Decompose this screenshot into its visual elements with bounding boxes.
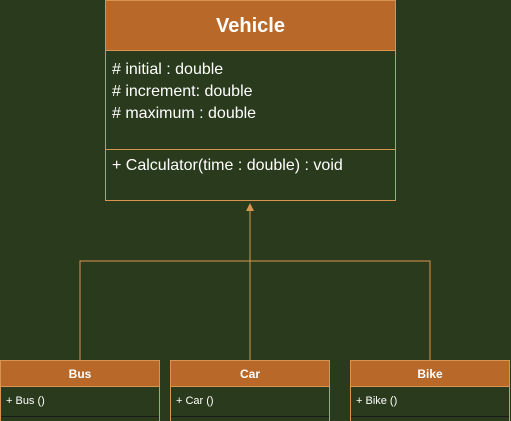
- operation-car: + Car (): [176, 395, 214, 407]
- class-vehicle-attributes: # initial : double # increment: double #…: [106, 51, 395, 149]
- class-car-name: Car: [171, 361, 329, 387]
- class-bike-operations: + Bike (): [351, 387, 509, 415]
- class-bus-divider: [1, 416, 159, 417]
- inheritance-arrowhead: [246, 203, 254, 211]
- class-bike-divider: [351, 416, 509, 417]
- operation-calculator: + Calculator(time : double) : void: [112, 157, 343, 174]
- class-bus-operations: + Bus (): [1, 387, 159, 415]
- class-bus-name: Bus: [1, 361, 159, 387]
- class-bike-name: Bike: [351, 361, 509, 387]
- attribute-initial: # initial : double: [112, 61, 224, 78]
- class-car[interactable]: Car + Car (): [170, 360, 330, 421]
- class-vehicle-name: Vehicle: [106, 1, 395, 51]
- edge-bike-to-vehicle: [250, 260, 431, 360]
- class-car-divider: [171, 416, 329, 417]
- attribute-maximum: # maximum : double: [112, 105, 257, 122]
- class-vehicle-operations: + Calculator(time : double) : void: [106, 149, 395, 176]
- attribute-increment: # increment: double: [112, 83, 253, 100]
- class-car-operations: + Car (): [171, 387, 329, 415]
- operation-bike: + Bike (): [356, 395, 398, 407]
- class-bus[interactable]: Bus + Bus (): [0, 360, 160, 421]
- class-vehicle[interactable]: Vehicle # initial : double # increment: …: [105, 0, 396, 201]
- operation-bus: + Bus (): [6, 395, 45, 407]
- edge-bus-to-vehicle: [79, 260, 250, 360]
- class-bike[interactable]: Bike + Bike (): [350, 360, 510, 421]
